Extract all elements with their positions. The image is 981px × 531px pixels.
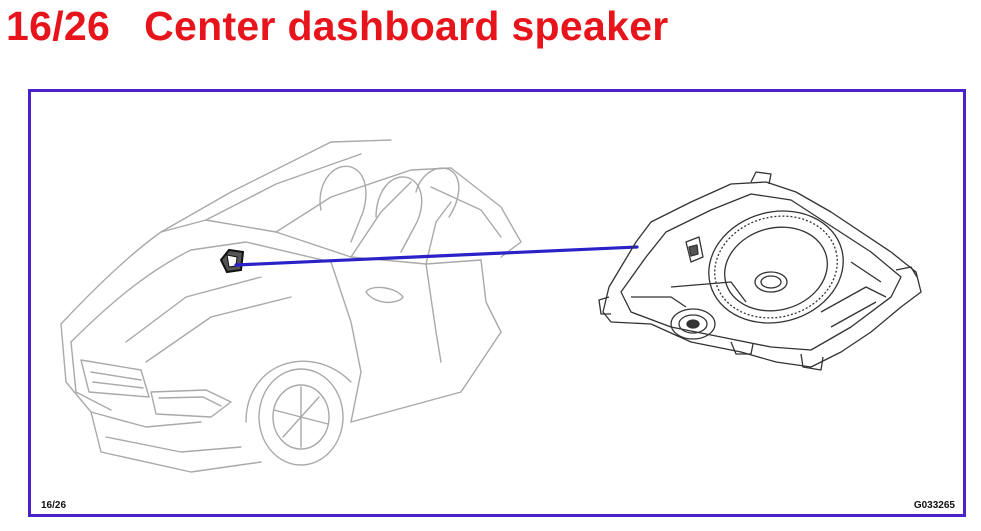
figure-illustration: [60, 139, 922, 473]
page-title: 16/26 Center dashboard speaker: [6, 0, 669, 52]
page-indicator: 16/26: [6, 3, 111, 49]
dashboard-speaker-location: [219, 248, 245, 274]
title-text: Center dashboard speaker: [144, 3, 669, 49]
center-dashboard-speaker-unit: [598, 171, 922, 371]
leader-line: [234, 245, 639, 267]
figure-frame: 16/26 G033265: [28, 89, 966, 517]
car-illustration: [60, 139, 522, 473]
figure-code: G033265: [913, 500, 955, 511]
figure-page-label: 16/26: [41, 500, 67, 511]
